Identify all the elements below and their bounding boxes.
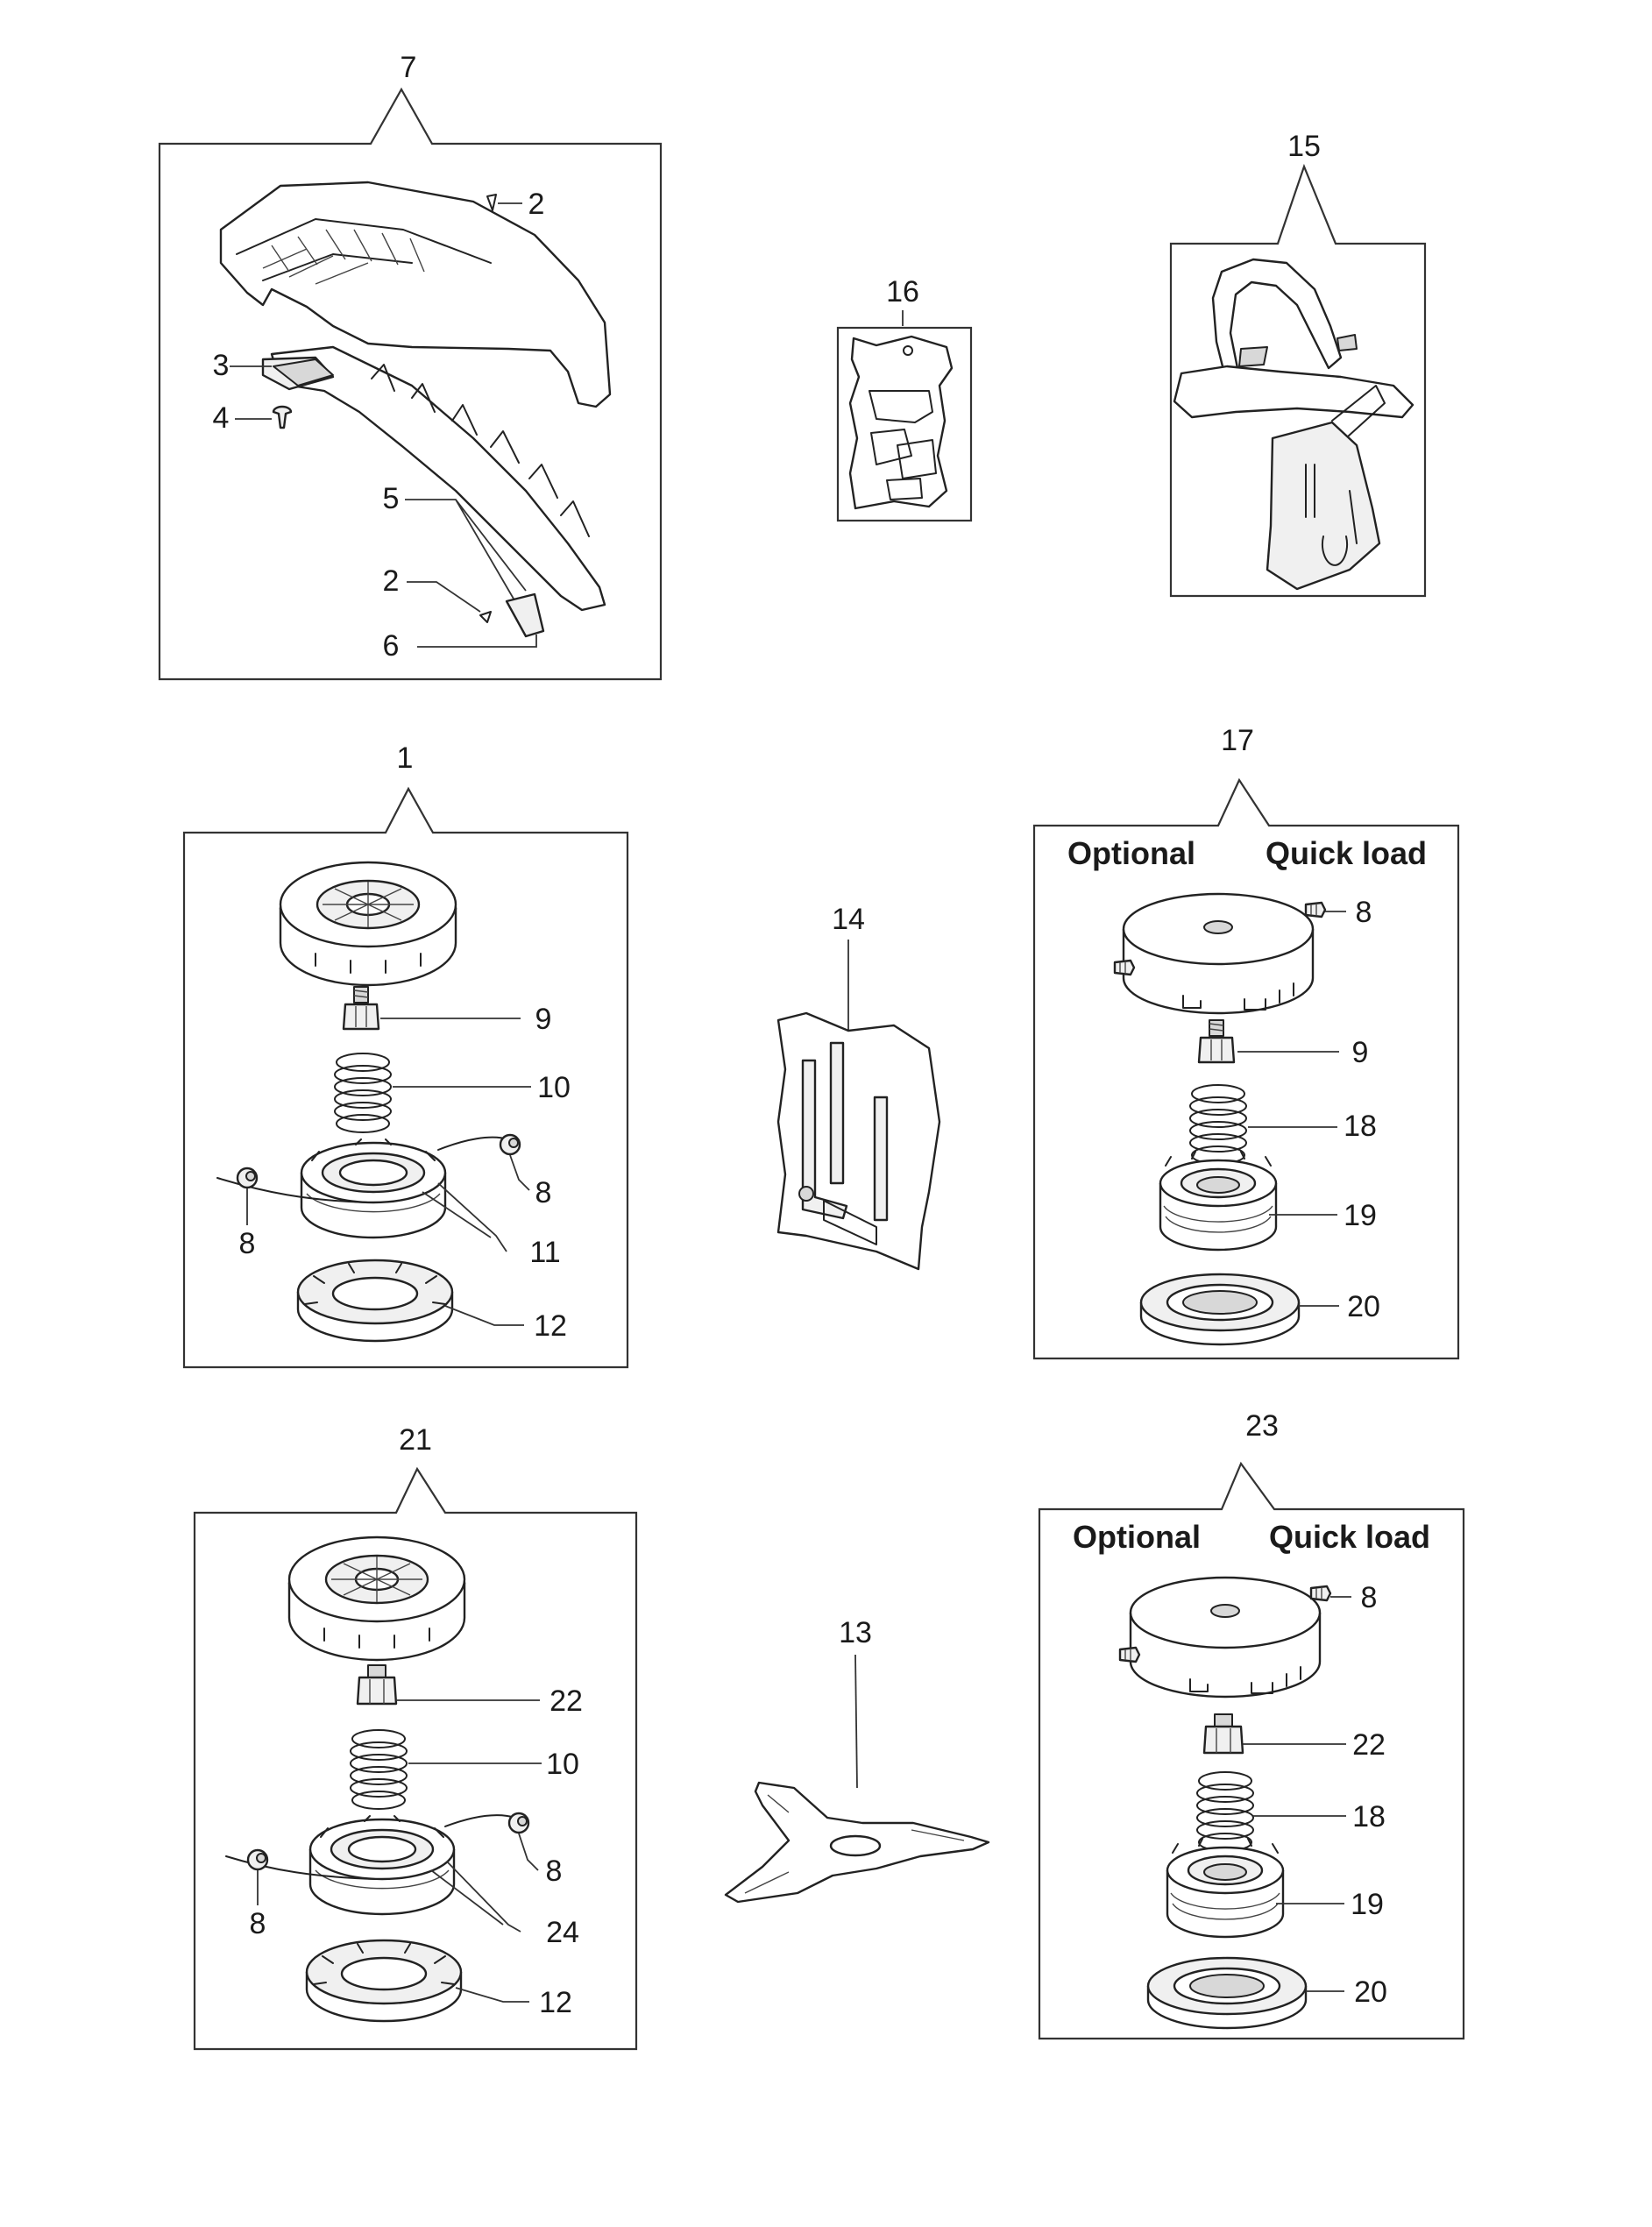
ring-20-a [1139,1273,1301,1346]
part-number-13: 13 [839,1616,872,1649]
eyelet-plug-8-d [1113,959,1136,976]
tool-kit-illustration [776,1011,941,1271]
base-12-b [305,1939,463,2023]
optional-caption-b: Optional [1073,1519,1201,1555]
spring-18-a [1189,1084,1247,1165]
quick-load-17-group: 17 Optional Quick load 8 9 18 19 20 [1032,724,1460,1360]
spool-19-a [1159,1150,1278,1252]
part-number-3: 3 [213,349,230,382]
spool-24 [308,1814,456,1916]
knob-9-a [342,985,380,1031]
spool-19-b [1166,1837,1285,1939]
guard-assembly-group: 7 2 3 4 5 2 6 [158,51,663,681]
part-number-17: 17 [1221,724,1254,757]
eyelet-plug-8-h [1118,1646,1141,1663]
part-number-11: 11 [529,1236,560,1269]
part-number-7: 7 [401,51,417,84]
part-number-16: 16 [886,275,919,309]
quick-load-cap-b [1129,1576,1322,1699]
part-number-8-c: 8 [1356,896,1372,929]
trimmer-head-21-group: 21 22 10 8 8 24 12 [193,1423,638,2051]
part-number-1: 1 [397,741,414,775]
line-bead-8-b [236,1167,259,1189]
optional-caption-a: Optional [1067,835,1195,871]
part-number-22-a: 22 [549,1684,583,1718]
spring-10-b [350,1729,408,1810]
eyelet-plug-8-g [1309,1585,1332,1602]
screw-2-top [486,194,497,211]
part-number-18-a: 18 [1344,1110,1377,1143]
bracket-3 [273,358,334,387]
guard-illustration [219,181,612,612]
spring-18-b [1196,1771,1254,1852]
quick-load-cap-a [1122,892,1315,1015]
line-bead-8-e [507,1812,530,1834]
blade-group: 13 [724,1616,990,1904]
part-number-8-d: 8 [1361,1581,1378,1614]
nut-22-b [1202,1713,1244,1755]
eyelet-plug-8-c [1304,901,1327,918]
spring-10-a [334,1053,392,1133]
harness-illustration [1173,258,1414,591]
part-number-8-e: 8 [546,1855,563,1888]
part-number-2-bottom: 2 [383,564,400,598]
part-number-8-f: 8 [250,1907,266,1940]
part-number-23: 23 [1245,1409,1279,1443]
part-number-18-b: 18 [1352,1800,1386,1833]
line-bead-8-a [499,1133,521,1156]
part-number-10-b: 10 [546,1748,579,1781]
part-number-8-a: 8 [535,1176,552,1209]
quick-load-caption-b: Quick load [1269,1519,1430,1555]
ring-20-b [1146,1956,1308,2030]
screw-2-bottom [479,611,492,623]
part-number-6: 6 [383,629,400,663]
part-number-8-b: 8 [239,1227,256,1260]
part-number-4: 4 [213,401,230,435]
cutter-plate-6 [505,592,545,638]
part-number-22-b: 22 [1352,1728,1386,1762]
base-12-a [296,1259,454,1343]
tool-kit-group: 14 [776,903,941,1271]
part-number-24: 24 [546,1916,579,1949]
part-number-20-a: 20 [1347,1290,1380,1323]
trimmer-head-1-group: 1 9 10 8 8 11 12 [182,741,629,1369]
part-number-5: 5 [383,482,400,515]
head-cap-21 [287,1535,466,1662]
part-number-20-b: 20 [1354,1975,1387,2009]
decal-sheet-group: 16 [836,275,973,522]
spool-11 [300,1138,447,1239]
part-number-21: 21 [399,1423,432,1457]
part-number-9-b: 9 [1352,1036,1369,1069]
harness-group: 15 [1169,130,1427,598]
part-number-19-a: 19 [1344,1199,1377,1232]
part-number-12-a: 12 [534,1309,567,1343]
blade-13-illustration [724,1781,990,1904]
part-number-14: 14 [832,903,865,936]
part-number-15: 15 [1287,130,1321,163]
part-number-9-a: 9 [535,1003,552,1036]
part-number-2-top: 2 [528,188,545,221]
part-number-19-b: 19 [1351,1888,1384,1921]
decal-16-illustration [848,335,954,510]
knob-9-b [1197,1018,1236,1064]
part-number-10-a: 10 [537,1071,571,1104]
quick-load-23-group: 23 Optional Quick load 8 22 18 19 20 [1038,1409,1465,2040]
quick-load-caption-a: Quick load [1266,835,1427,871]
nut-22-a [356,1663,398,1706]
screw-4 [272,405,293,429]
head-cap-1 [279,861,457,987]
part-number-12-b: 12 [539,1986,572,2019]
line-bead-8-f [246,1848,269,1871]
